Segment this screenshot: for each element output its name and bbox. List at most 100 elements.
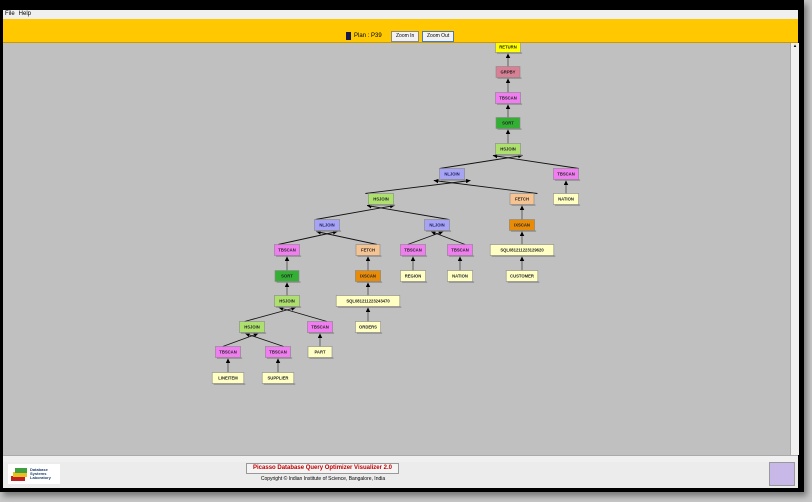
plan-node-shadow (337, 306, 402, 308)
plan-node-return[interactable]: RETURN (495, 41, 523, 54)
plan-node-ixscan[interactable]: IXSCAN (509, 219, 537, 232)
menu-help[interactable]: Help (18, 11, 32, 17)
plan-node-label: SUPPLIER (268, 376, 289, 381)
plan-node-label: PART (314, 350, 326, 355)
plan-node-lineitem[interactable]: LINEITEM (211, 372, 246, 385)
plan-node-region[interactable]: REGION (400, 270, 428, 283)
plan-edge (278, 230, 338, 245)
plan-node-label: TBSCAN (269, 350, 286, 355)
plan-node-box (307, 321, 333, 333)
plan-node-supplier[interactable]: SUPPLIER (261, 372, 296, 385)
plan-edge (316, 230, 378, 245)
plan-node-box (495, 143, 521, 155)
plan-node-label: IXSCAN (514, 223, 530, 228)
plan-node-tbscan[interactable]: TBSCAN (553, 168, 581, 181)
plan-node-box (553, 168, 579, 180)
svg-text:Systems: Systems (30, 471, 47, 476)
plan-node-sort[interactable]: SORT (274, 270, 301, 283)
plan-node-label: NATION (452, 274, 468, 279)
plan-node-label: HSJOIN (279, 299, 295, 304)
plan-node-tbscan[interactable]: TBSCAN (274, 244, 302, 257)
plan-node-shadow (276, 281, 301, 283)
plan-node-sql081211223129620[interactable]: SQL081211223129620 (489, 244, 556, 257)
plan-node-label: CUSTOMER (510, 274, 534, 279)
plan-node-nljoin[interactable]: NLJOIN (439, 168, 467, 181)
plan-node-hsjoin[interactable]: HSJOIN (239, 321, 267, 334)
plan-node-shadow (357, 255, 382, 257)
plan-node-fetch[interactable]: FETCH (509, 193, 536, 206)
plan-node-sort[interactable]: SORT (495, 117, 522, 130)
plan-node-box (495, 66, 521, 78)
plan-edge (222, 332, 259, 347)
plan-node-hsjoin[interactable]: HSJOIN (274, 295, 302, 308)
plan-node-tbscan[interactable]: TBSCAN (447, 244, 475, 257)
plan-node-shadow (448, 281, 475, 283)
plan-node-shadow (496, 103, 523, 105)
plan-node-tbscan[interactable]: TBSCAN (400, 244, 428, 257)
plan-edge (365, 178, 471, 194)
plan-node-shadow (240, 332, 267, 334)
menu-file[interactable]: File (5, 11, 15, 17)
plan-node-tbscan[interactable]: TBSCAN (307, 321, 335, 334)
plan-node-box (307, 346, 333, 358)
plan-node-nation[interactable]: NATION (553, 193, 581, 206)
plan-node-box (274, 244, 300, 256)
plan-node-label: ORDERS (359, 325, 377, 330)
plan-node-hsjoin[interactable]: HSJOIN (495, 143, 523, 156)
plan-node-label: NATION (558, 197, 574, 202)
plan-node-grpby[interactable]: GRPBY (495, 66, 522, 79)
plan-node-tbscan[interactable]: TBSCAN (215, 346, 243, 359)
horizontal-scrollbar[interactable] (3, 455, 798, 462)
plan-node-box (355, 270, 381, 282)
svg-text:Laboratory: Laboratory (30, 475, 52, 480)
plan-node-tbscan[interactable]: TBSCAN (495, 92, 523, 105)
plan-node-hsjoin[interactable]: HSJOIN (368, 193, 396, 206)
plan-node-shadow (369, 204, 396, 206)
plan-node-orders[interactable]: ORDERS (355, 321, 383, 334)
plan-node-ixscan[interactable]: IXSCAN (355, 270, 383, 283)
plan-node-shadow (275, 255, 302, 257)
plan-node-shadow (216, 357, 243, 359)
vertical-scrollbar[interactable]: ▴ (790, 43, 799, 455)
plan-node-box (261, 372, 295, 384)
plan-node-customer[interactable]: CUSTOMER (505, 270, 540, 283)
plan-node-tbscan[interactable]: TBSCAN (265, 346, 293, 359)
plan-node-label: TBSCAN (278, 248, 295, 253)
zoom-out-button[interactable]: Zoom Out (422, 31, 455, 42)
plan-node-label: FETCH (515, 197, 529, 202)
plan-edge (430, 231, 466, 245)
plan-node-box (274, 270, 300, 282)
plan-node-label: HSJOIN (244, 325, 260, 330)
plan-node-label: SORT (281, 274, 293, 279)
plan-node-shadow (448, 255, 475, 257)
plan-node-label: IXSCAN (360, 274, 376, 279)
toolbar: Plan : P39 Zoom In Zoom Out (3, 19, 798, 43)
plan-node-label: TBSCAN (219, 350, 236, 355)
plan-node-shadow (425, 230, 452, 232)
plan-node-shadow (497, 77, 522, 79)
plan-node-label: REGION (405, 274, 422, 279)
plan-node-box (447, 270, 473, 282)
plan-node-fetch[interactable]: FETCH (355, 244, 382, 257)
plan-node-box (439, 168, 465, 180)
plan-node-nljoin[interactable]: NLJOIN (424, 219, 452, 232)
plan-node-box (215, 346, 241, 358)
plan-edge (245, 332, 284, 347)
plan-edge (366, 204, 449, 220)
app-title-button[interactable]: Picasso Database Query Optimizer Visuali… (246, 463, 399, 474)
plan-node-part[interactable]: PART (307, 346, 334, 359)
plan-node-nation[interactable]: NATION (447, 270, 475, 283)
plan-node-label: NLJOIN (429, 223, 444, 228)
plan-node-shadow (356, 281, 383, 283)
plan-node-box (400, 270, 426, 282)
plan-node-shadow (401, 281, 428, 283)
plan-node-nljoin[interactable]: NLJOIN (314, 219, 342, 232)
plan-tree: RETURN GRPBY TBSCAN SORT HSJOIN NLJOIN TBSCAN N… (211, 41, 581, 385)
plan-node-sql081211223243470[interactable]: SQL081211223243470 (335, 295, 402, 308)
plan-node-box (239, 321, 265, 333)
plan-tree-canvas[interactable]: RETURN GRPBY TBSCAN SORT HSJOIN NLJOIN TBSCAN N… (3, 41, 790, 455)
plan-node-box (314, 219, 340, 231)
plan-node-shadow (511, 204, 536, 206)
zoom-in-button[interactable]: Zoom In (391, 31, 420, 42)
